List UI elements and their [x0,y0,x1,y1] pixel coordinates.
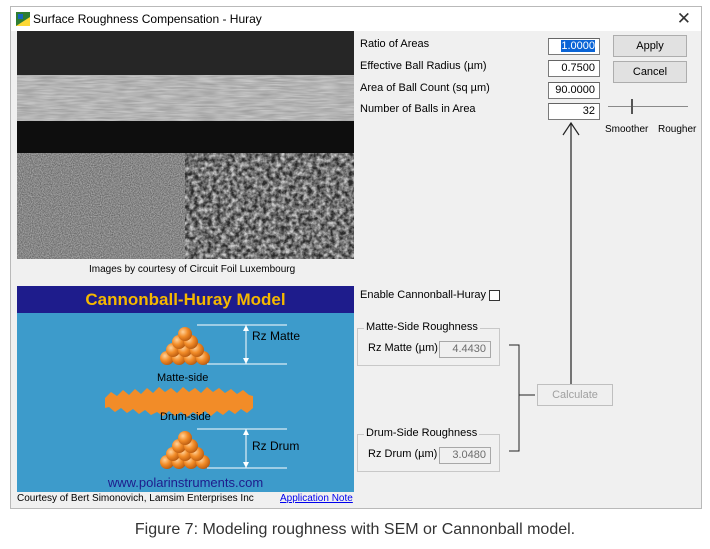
courtesy-text: Courtesy of Bert Simonovich, Lamsim Ente… [17,493,254,504]
sem-image [17,31,354,259]
title-bar: Surface Roughness Compensation - Huray ✕ [11,7,701,31]
figure-caption: Figure 7: Modeling roughness with SEM or… [134,521,576,538]
drum-ball-stack [160,431,210,469]
smoother-label: Smoother [605,124,649,135]
ratio-of-areas-label: Ratio of Areas [360,38,430,50]
apply-button[interactable]: Apply [613,35,687,57]
drum-side-label: Drum-side [160,411,211,423]
enable-cannonball-label: Enable Cannonball-Huray [360,289,486,301]
matte-side-label: Matte-side [157,372,209,384]
matte-group-title: Matte-Side Roughness [364,321,480,333]
area-of-ball-count-field[interactable]: 90.0000 [548,82,600,99]
rz-matte-field[interactable]: 4.4430 [439,341,491,358]
rz-matte-label: Rz Matte [252,329,301,343]
close-icon[interactable]: ✕ [676,9,691,28]
app-icon [16,12,30,26]
dialog-window: Surface Roughness Compensation - Huray ✕ [10,6,702,509]
rz-drum-field-label: Rz Drum (µm) [368,448,438,460]
slider-track [608,106,688,107]
calculate-button[interactable]: Calculate [537,384,613,406]
copper-foil [105,387,253,417]
drum-side-group: Drum-Side Roughness [357,427,500,472]
bracket-connector [509,344,535,452]
sem-credit: Images by courtesy of Circuit Foil Luxem… [89,264,296,275]
up-arrow-icon [562,121,580,391]
matte-side-group: Matte-Side Roughness [357,321,500,366]
cancel-button[interactable]: Cancel [613,61,687,83]
number-of-balls-label: Number of Balls in Area [360,103,476,115]
rougher-label: Rougher [658,124,697,135]
number-of-balls-field[interactable]: 32 [548,103,600,120]
matte-ball-stack [160,327,210,365]
rz-drum-field[interactable]: 3.0480 [439,447,491,464]
area-of-ball-count-label: Area of Ball Count (sq µm) [360,82,490,94]
model-diagram [105,324,287,469]
window-title: Surface Roughness Compensation - Huray [33,12,262,26]
application-note-link[interactable]: Application Note [280,493,353,504]
model-title: Cannonball-Huray Model [17,286,354,313]
cannonball-model-image: Cannonball-Huray Model [17,286,354,492]
rz-matte-field-label: Rz Matte (µm) [368,342,438,354]
sem-micrograph [17,31,354,259]
ball-radius-field[interactable]: 0.7500 [548,60,600,77]
ratio-of-areas-field[interactable]: 1.0000 [548,38,600,55]
roughness-slider[interactable] [608,99,688,115]
model-url: www.polarinstruments.com [107,475,264,490]
ball-radius-label: Effective Ball Radius (µm) [360,60,487,72]
slider-thumb[interactable] [631,99,633,114]
drum-group-title: Drum-Side Roughness [364,427,480,439]
enable-cannonball-checkbox[interactable] [489,290,500,301]
rz-drum-label: Rz Drum [252,439,300,453]
